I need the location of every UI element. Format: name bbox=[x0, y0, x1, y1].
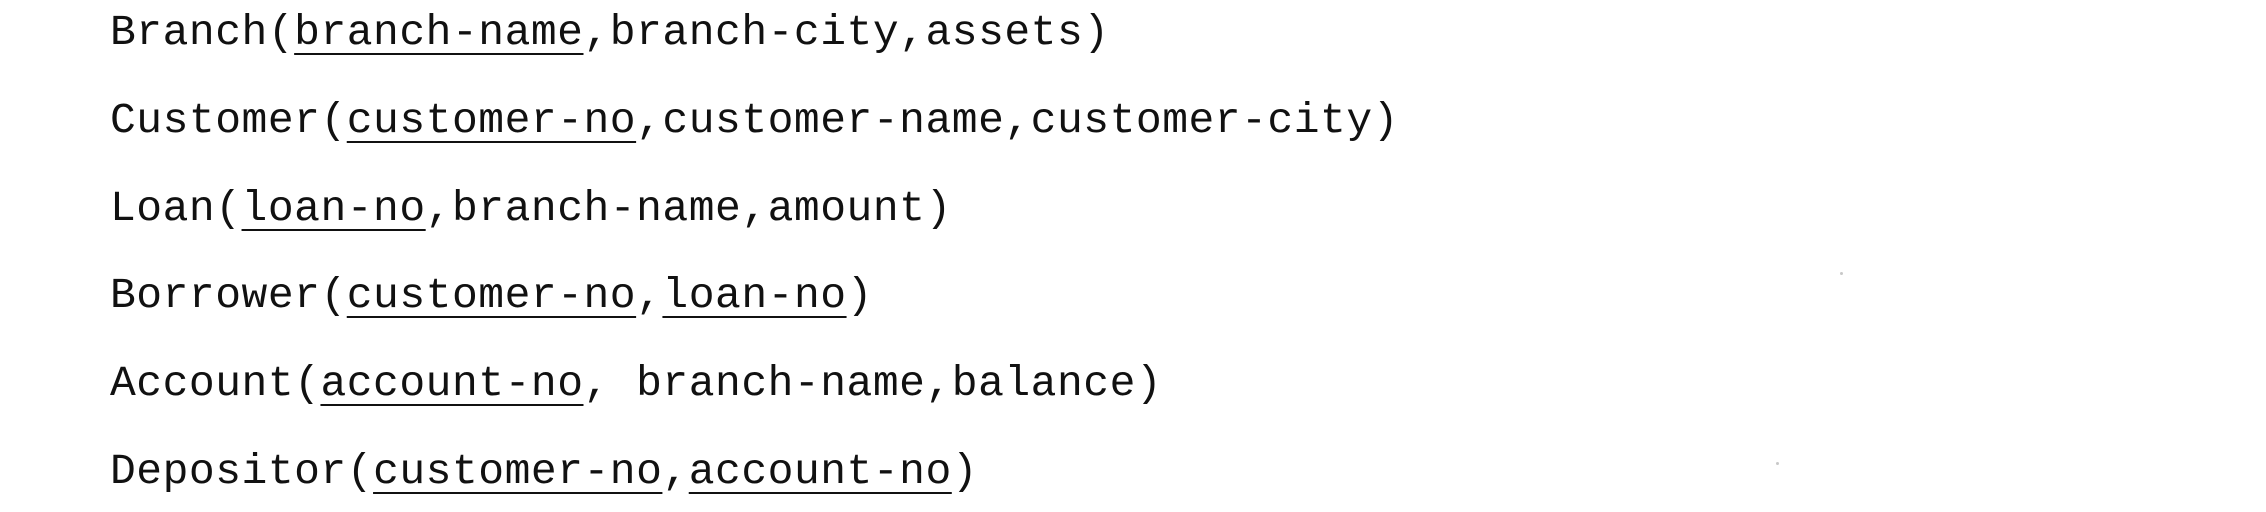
relation-name: Customer bbox=[110, 96, 321, 145]
other-attributes: , branch-name,balance bbox=[583, 359, 1136, 408]
relation-name: Depositor bbox=[110, 447, 347, 496]
primary-key-attribute: loan-no bbox=[662, 271, 847, 320]
relation-depositor: Depositor(customer-no,account-no) bbox=[110, 447, 978, 497]
relation-account: Account(account-no, branch-name,balance) bbox=[110, 359, 1162, 409]
close-paren: ) bbox=[925, 184, 952, 233]
scan-speck bbox=[1840, 272, 1843, 275]
open-paren: ( bbox=[294, 359, 321, 408]
primary-key-attribute: customer-no bbox=[346, 271, 637, 320]
scan-speck bbox=[1776, 462, 1779, 465]
relation-borrower: Borrower(customer-no,loan-no) bbox=[110, 271, 873, 321]
key-separator: , bbox=[662, 447, 689, 496]
relation-branch: Branch(branch-name,branch-city,assets) bbox=[110, 8, 1110, 58]
relation-name: Borrower bbox=[110, 271, 321, 320]
relation-customer: Customer(customer-no,customer-name,custo… bbox=[110, 96, 1399, 146]
relation-name: Branch bbox=[110, 8, 268, 57]
primary-key-attribute: customer-no bbox=[346, 96, 637, 145]
relation-name: Loan bbox=[110, 184, 216, 233]
open-paren: ( bbox=[320, 271, 347, 320]
close-paren: ) bbox=[1372, 96, 1399, 145]
primary-key-attribute: customer-no bbox=[373, 447, 663, 496]
other-attributes: ,branch-name,amount bbox=[425, 184, 926, 233]
primary-key-attribute: loan-no bbox=[241, 184, 426, 233]
close-paren: ) bbox=[846, 271, 873, 320]
close-paren: ) bbox=[1083, 8, 1110, 57]
close-paren: ) bbox=[951, 447, 979, 496]
open-paren: ( bbox=[215, 184, 242, 233]
open-paren: ( bbox=[320, 96, 347, 145]
primary-key-attribute: account-no bbox=[320, 359, 584, 408]
other-attributes: ,branch-city,assets bbox=[583, 8, 1084, 57]
other-attributes: ,customer-name,customer-city bbox=[636, 96, 1373, 145]
relation-loan: Loan(loan-no,branch-name,amount) bbox=[110, 184, 952, 234]
relation-name: Account bbox=[110, 359, 295, 408]
primary-key-attribute: branch-name bbox=[294, 8, 584, 57]
primary-key-attribute: account-no bbox=[688, 447, 952, 496]
open-paren: ( bbox=[267, 8, 295, 57]
close-paren: ) bbox=[1135, 359, 1163, 408]
open-paren: ( bbox=[346, 447, 374, 496]
key-separator: , bbox=[636, 271, 663, 320]
